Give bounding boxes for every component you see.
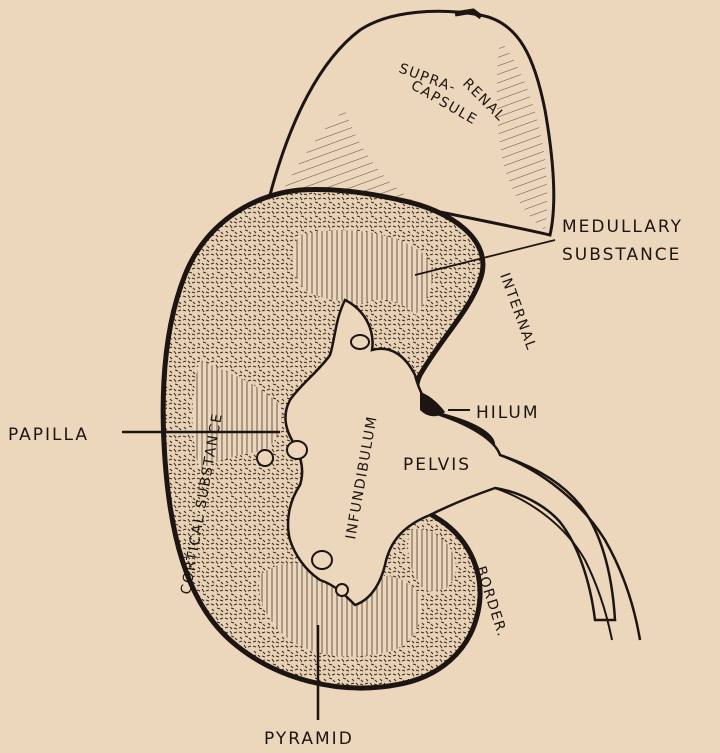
label-substance: SUBSTANCE bbox=[562, 245, 681, 265]
papilla-left-2 bbox=[257, 450, 273, 466]
label-papilla: PAPILLA bbox=[8, 425, 89, 445]
hilum-mass bbox=[420, 392, 445, 416]
label-pelvis: PELVIS bbox=[403, 455, 471, 475]
label-internal: INTERNAL bbox=[496, 271, 539, 353]
label-hilum: HILUM bbox=[476, 403, 540, 423]
papilla-lower-2 bbox=[336, 584, 348, 596]
papilla-left-1 bbox=[287, 441, 307, 459]
label-pyramid: PYRAMID bbox=[264, 729, 354, 749]
papilla-lower bbox=[312, 551, 332, 569]
papilla-upper-left bbox=[351, 335, 369, 349]
label-medullary: MEDULLARY bbox=[562, 217, 683, 237]
